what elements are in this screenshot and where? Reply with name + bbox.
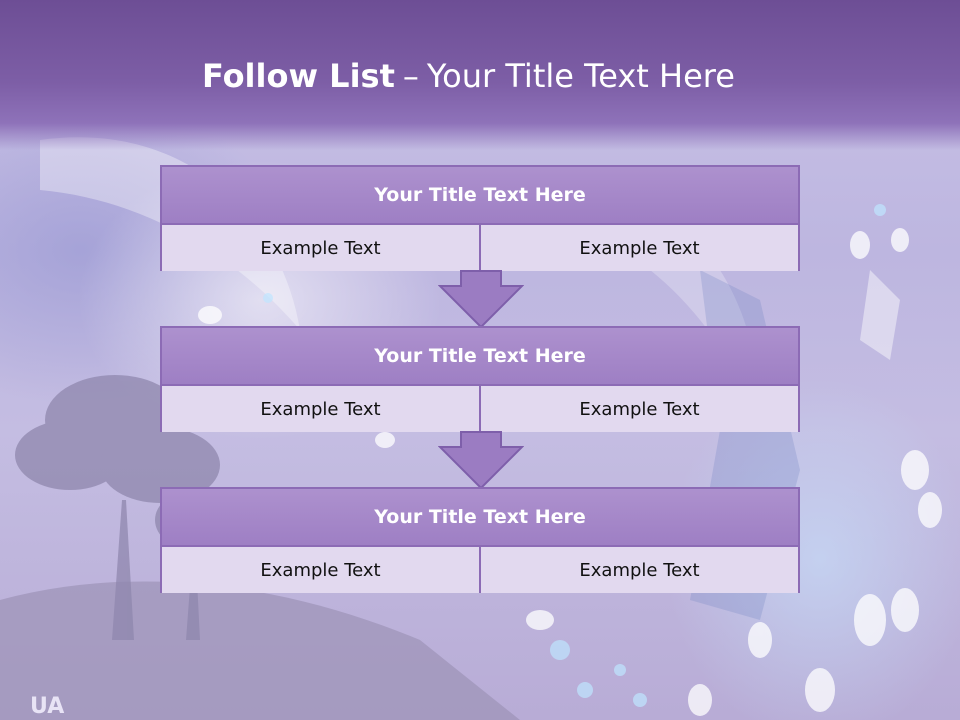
block-title: Your Title Text Here (162, 489, 798, 545)
title-bold-part: Follow List (202, 57, 395, 95)
down-arrow-icon (438, 270, 524, 328)
block-cell-left: Example Text (260, 398, 381, 420)
down-arrow-icon (438, 431, 524, 489)
block-cell-right: Example Text (479, 386, 798, 432)
block-title: Your Title Text Here (162, 167, 798, 223)
block-cell-left: Example Text (260, 559, 381, 581)
title-bar: Follow List–Your Title Text Here (0, 0, 960, 150)
follow-block-1[interactable]: Your Title Text Here Example Text Exampl… (160, 165, 800, 271)
block-cell-left: Example Text (260, 237, 381, 259)
block-cells: Example Text Example Text (162, 223, 798, 271)
follow-block-2[interactable]: Your Title Text Here Example Text Exampl… (160, 326, 800, 432)
corner-logo: UA (30, 694, 65, 719)
block-cell-right: Example Text (479, 225, 798, 271)
follow-block-3[interactable]: Your Title Text Here Example Text Exampl… (160, 487, 800, 593)
block-cells: Example Text Example Text (162, 384, 798, 432)
slide-title: Follow List–Your Title Text Here (202, 54, 735, 98)
block-title: Your Title Text Here (162, 328, 798, 384)
block-cell-right: Example Text (479, 547, 798, 593)
title-text-part: Your Title Text Here (426, 57, 735, 95)
title-separator: – (402, 57, 419, 95)
block-cells: Example Text Example Text (162, 545, 798, 593)
